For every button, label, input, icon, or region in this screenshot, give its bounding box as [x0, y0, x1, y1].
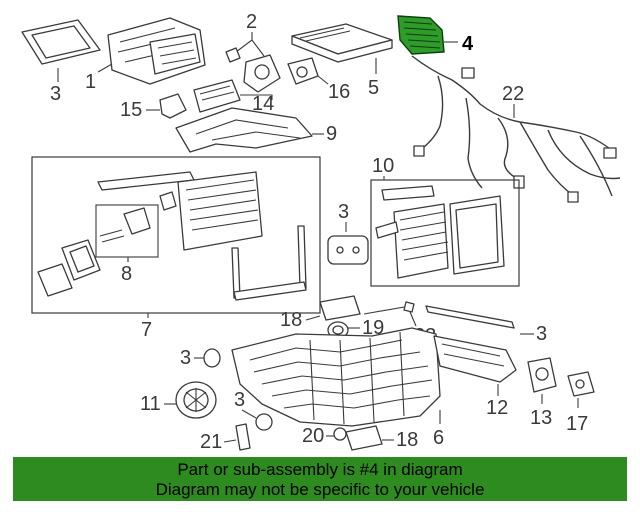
part-3-gasket	[327, 235, 369, 265]
callout-2: 2	[246, 11, 257, 33]
part-19	[327, 321, 349, 339]
callout-15: 15	[120, 99, 142, 121]
callout-4: 4	[462, 33, 474, 55]
callout-3: 3	[180, 347, 191, 369]
callout-17: 17	[566, 413, 588, 435]
callout-5: 5	[368, 77, 379, 99]
part-18-lower	[345, 425, 383, 451]
callout-18: 18	[396, 429, 418, 451]
part-4-highlighted	[397, 15, 445, 55]
part-9-duct	[175, 107, 313, 153]
callout-1: 1	[85, 71, 96, 93]
part-6-lower-case	[231, 327, 441, 427]
callout-3: 3	[338, 201, 349, 223]
callout-19: 19	[362, 317, 384, 339]
callout-21: 21	[200, 431, 222, 453]
part-15	[159, 93, 187, 119]
callout-18: 18	[280, 309, 302, 331]
callout-8: 8	[121, 263, 132, 285]
callout-11: 11	[140, 393, 161, 415]
part-3-lower	[255, 413, 273, 431]
part-14	[193, 79, 241, 113]
callout-12: 12	[486, 397, 508, 419]
part-cabin-filter	[291, 23, 393, 63]
box-7	[31, 156, 321, 314]
part-18-upper	[319, 295, 361, 321]
callout-14: 14	[252, 93, 274, 115]
part-23-screw	[363, 301, 415, 315]
part-21	[235, 423, 251, 451]
callout-16: 16	[328, 81, 350, 103]
part-16	[287, 57, 319, 85]
part-22-harness	[411, 55, 621, 203]
part-17	[567, 371, 595, 397]
callout-3: 3	[50, 83, 61, 105]
part-actuator	[225, 47, 281, 93]
part-3-strip	[425, 305, 515, 329]
part-3-small	[203, 348, 221, 368]
callout-13: 13	[530, 407, 552, 429]
part-upper-case	[107, 17, 206, 85]
part-12	[433, 335, 517, 383]
box-8	[95, 204, 159, 258]
callout-3: 3	[234, 389, 245, 411]
callout-10: 10	[372, 155, 394, 177]
callout-22: 22	[502, 83, 524, 105]
callout-9: 9	[326, 123, 337, 145]
banner-line-2: Diagram may not be specific to your vehi…	[155, 480, 485, 499]
info-banner: Part or sub-assembly is #4 in diagram Di…	[13, 457, 627, 501]
callout-20: 20	[302, 425, 324, 447]
part-13	[527, 357, 557, 393]
parts-diagram: 3 1 2 5 4 16 14 15	[21, 11, 621, 453]
callout-6: 6	[433, 427, 444, 449]
part-11-blower	[175, 381, 217, 419]
part-seal-frame	[21, 19, 101, 65]
banner-line-1: Part or sub-assembly is #4 in diagram	[177, 460, 463, 479]
box-10	[370, 179, 520, 287]
callout-7: 7	[141, 319, 152, 341]
part-20	[333, 427, 347, 441]
callout-3: 3	[536, 323, 547, 345]
